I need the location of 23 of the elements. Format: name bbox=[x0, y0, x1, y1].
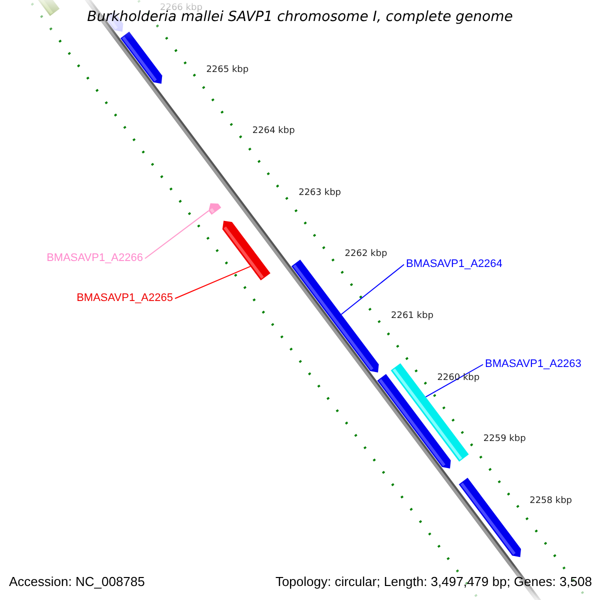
scale-label: 2263 kbp bbox=[298, 188, 341, 198]
gene-block bbox=[291, 260, 379, 372]
scale-label: 2262 kbp bbox=[344, 250, 388, 260]
leader-line bbox=[144, 210, 210, 259]
leader-line bbox=[174, 266, 251, 299]
leader-line bbox=[340, 264, 404, 315]
accession-text: Accession: NC_008785 bbox=[9, 575, 145, 588]
gene-label: BMASAVP1_A2264 bbox=[406, 259, 502, 270]
gene-block bbox=[222, 220, 270, 280]
scale-label: 2264 kbp bbox=[252, 127, 295, 136]
scale-label: 2259 kbp bbox=[483, 435, 526, 444]
gene-label: BMASAVP1_A2265 bbox=[76, 293, 173, 304]
gene-label: BMASAVP1_A2266 bbox=[46, 253, 143, 264]
scale-label: 2265 kbp bbox=[206, 66, 249, 75]
scale-label: 2258 kbp bbox=[530, 496, 572, 506]
scale-label: 2260 kbp bbox=[437, 374, 480, 383]
title: Burkholderia mallei SAVP1 chromosome I, complete genome bbox=[86, 10, 514, 24]
scale-label: 2261 kbp bbox=[391, 312, 434, 321]
scale-label: 2266 kbp bbox=[160, 4, 202, 13]
gene-block bbox=[208, 203, 222, 215]
gene-block bbox=[458, 478, 521, 558]
genome-summary-text: Topology: circular; Length: 3,497,479 bp; Genes: 3,508 bbox=[275, 575, 592, 588]
gene-label: BMASAVP1_A2263 bbox=[485, 359, 582, 370]
